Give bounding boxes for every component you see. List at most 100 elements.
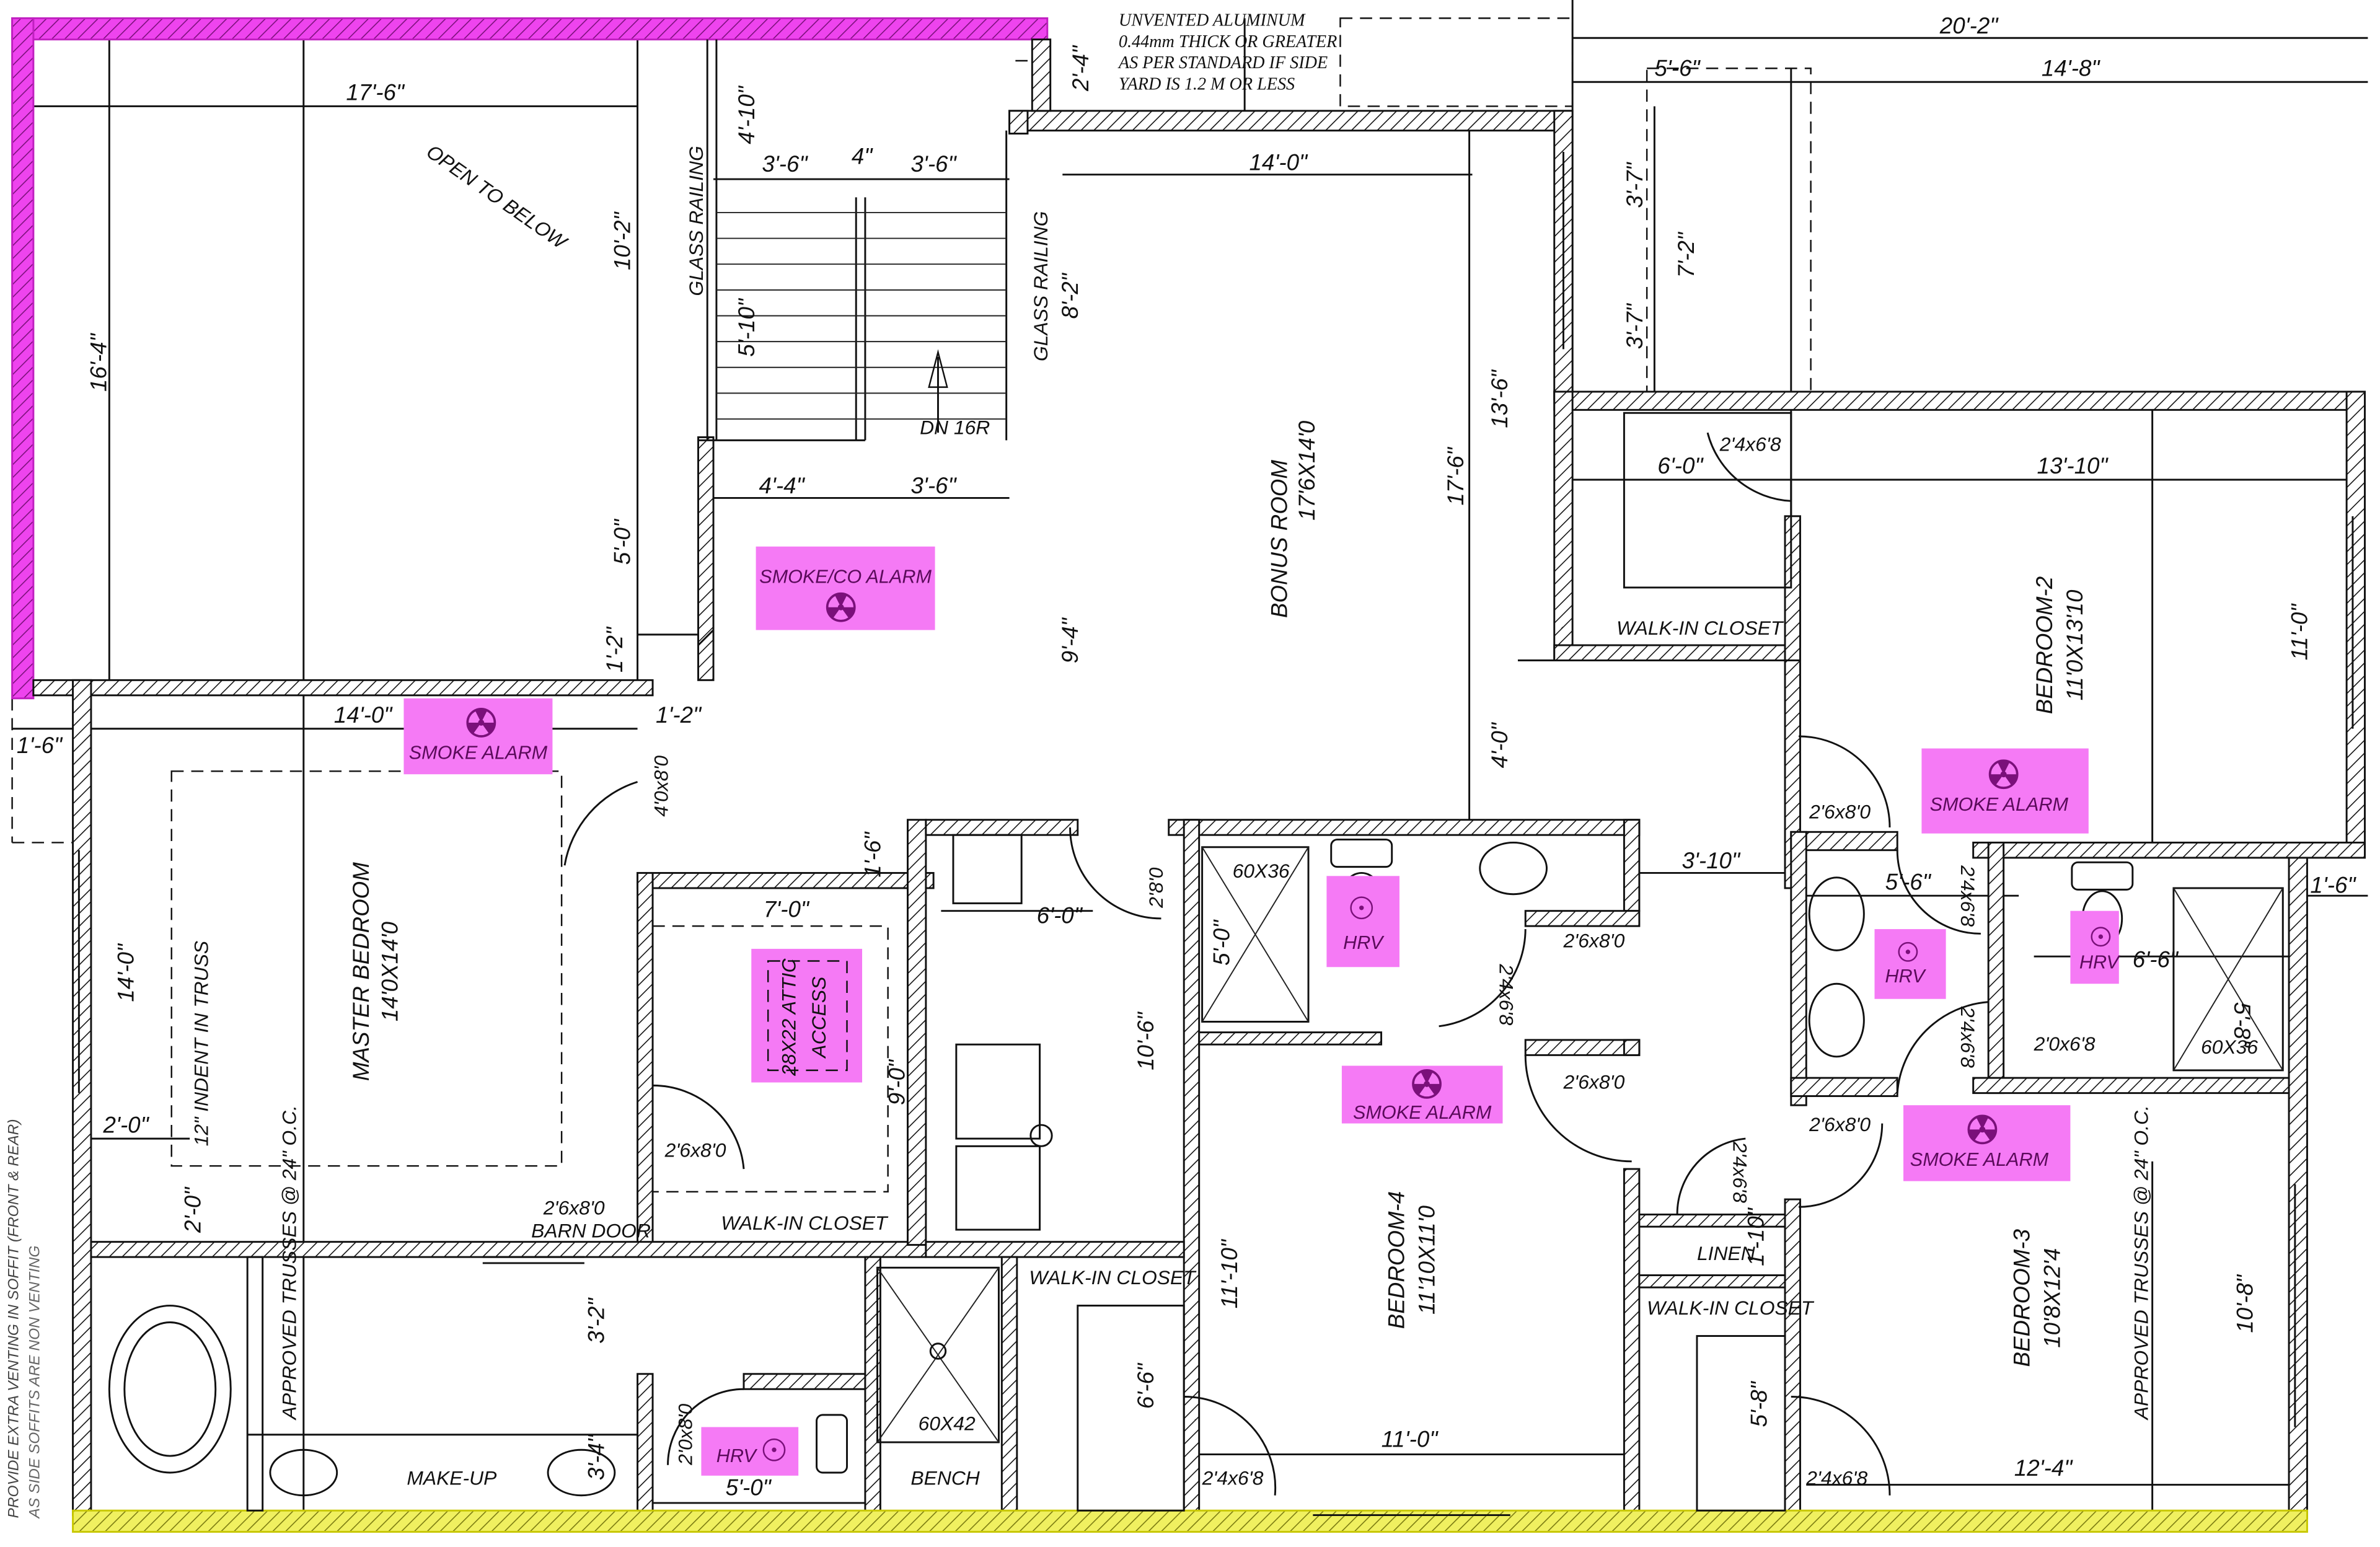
svg-text:3'-6": 3'-6" [910, 151, 957, 177]
dimension-labels: 20'-2" 5'-6" 14'-8" 2'-4" 17'-6" 16'-4" … [17, 13, 2356, 1501]
svg-text:2'6x8'0: 2'6x8'0 [1809, 800, 1871, 822]
svg-text:1'-6": 1'-6" [17, 733, 63, 758]
svg-text:DN 16R: DN 16R [920, 416, 990, 439]
svg-text:11'-10": 11'-10" [1217, 1238, 1242, 1308]
sink [547, 1448, 616, 1497]
svg-text:4'0x8'0: 4'0x8'0 [650, 756, 672, 817]
notes: UNVENTED ALUMINUM 0.44mm THICK OR GREATE… [5, 11, 2152, 1520]
svg-text:20'-2": 20'-2" [1939, 13, 1999, 38]
svg-text:2'4x6'8: 2'4x6'8 [1719, 433, 1781, 455]
svg-text:4'-0": 4'-0" [1487, 721, 1512, 768]
svg-text:6'-6": 6'-6" [1133, 1362, 1158, 1409]
svg-text:ACCESS: ACCESS [808, 977, 830, 1059]
svg-text:2'0x6'8: 2'0x6'8 [2034, 1033, 2096, 1055]
svg-text:14'-8": 14'-8" [2042, 55, 2100, 81]
svg-text:MAKE-UP: MAKE-UP [407, 1467, 497, 1489]
svg-text:17'-6": 17'-6" [1443, 446, 1468, 506]
svg-text:5'-8": 5'-8" [1747, 1380, 1772, 1427]
soffit-note-line: AS SIDE SOFFITS ARE NON VENTING [27, 1246, 43, 1520]
svg-text:5'-10": 5'-10" [734, 298, 759, 357]
svg-text:2'6x8'0: 2'6x8'0 [664, 1139, 726, 1161]
smoke-alarm-bedroom2: SMOKE ALARM [1921, 748, 2089, 834]
svg-text:14'-0": 14'-0" [1250, 149, 1308, 175]
svg-text:5'-6": 5'-6" [1654, 55, 1701, 81]
svg-text:4'-4": 4'-4" [759, 473, 805, 498]
svg-text:HRV: HRV [1343, 932, 1385, 953]
svg-text:2'0x8'0: 2'0x8'0 [674, 1404, 697, 1466]
hrv-icon [2091, 927, 2111, 947]
exterior-wall-highlighted-left [11, 17, 35, 700]
svg-text:28X22 ATTIC: 28X22 ATTIC [777, 958, 800, 1076]
svg-text:2'4x6'8: 2'4x6'8 [1957, 1006, 1979, 1068]
hrv-icon [1898, 941, 1918, 962]
smoke-alarm-label: SMOKE ALARM [1930, 794, 2069, 815]
hrv-master: HRV [701, 1427, 799, 1476]
svg-text:8'-2": 8'-2" [1057, 272, 1083, 319]
front-wall-highlighted [72, 1509, 2308, 1533]
svg-text:14'-0": 14'-0" [334, 702, 393, 728]
svg-text:APPROVED TRUSSES @ 24" O.C.: APPROVED TRUSSES @ 24" O.C. [2130, 1105, 2152, 1421]
svg-text:10'8X12'4: 10'8X12'4 [2039, 1248, 2065, 1348]
stairs [697, 39, 1008, 646]
exterior-wall-highlighted-top [11, 17, 1049, 41]
svg-text:6'-6": 6'-6" [2133, 946, 2179, 972]
svg-text:11'-0": 11'-0" [1382, 1426, 1439, 1452]
svg-text:11'-0": 11'-0" [2286, 603, 2312, 661]
svg-text:5'-0": 5'-0" [1209, 919, 1235, 966]
aluminum-note-line: YARD IS 1.2 M OR LESS [1119, 75, 1295, 94]
shower-ensuite [2172, 887, 2284, 1072]
smoke-alarm-bedroom4: SMOKE ALARM [1341, 1065, 1503, 1124]
hrv-ensuite: HRV [2070, 910, 2121, 984]
svg-text:5'-0": 5'-0" [609, 518, 635, 565]
svg-text:12'-4": 12'-4" [2014, 1455, 2073, 1481]
smoke-alarm-master: SMOKE ALARM [403, 698, 553, 775]
smoke-co-alarm-label: SMOKE/CO ALARM [759, 566, 932, 588]
room-name-bedroom4: BEDROOM-4 [1383, 1191, 1409, 1329]
svg-text:2'-0": 2'-0" [180, 1186, 205, 1233]
room-labels: BONUS ROOM 17'6X14'0 MASTER BEDROOM 14'0… [348, 420, 2258, 1489]
svg-text:APPROVED TRUSSES @ 24" O.C.: APPROVED TRUSSES @ 24" O.C. [278, 1105, 301, 1421]
bathtub [108, 1305, 232, 1474]
svg-text:11'0X13'10: 11'0X13'10 [2062, 589, 2087, 700]
shower-master [876, 1266, 1000, 1443]
room-name-bedroom2: BEDROOM-2 [2032, 576, 2057, 714]
svg-text:13'-6": 13'-6" [1487, 369, 1512, 428]
svg-text:GLASS RAILING: GLASS RAILING [1029, 211, 1052, 361]
svg-text:4'-10": 4'-10" [734, 85, 759, 144]
attic-access: 28X22 ATTIC ACCESS [751, 948, 863, 1083]
svg-text:2'8'0: 2'8'0 [1145, 867, 1167, 909]
soffit-note-line: PROVIDE EXTRA VENTING IN SOFFIT (FRONT &… [5, 1119, 22, 1518]
svg-text:14'0X14'0: 14'0X14'0 [377, 922, 403, 1022]
svg-text:WALK-IN CLOSET: WALK-IN CLOSET [1029, 1266, 1197, 1289]
svg-text:2'4x6'8: 2'4x6'8 [1957, 865, 1979, 927]
svg-text:2'4x6'8: 2'4x6'8 [1729, 1141, 1752, 1203]
svg-text:7'-0": 7'-0" [764, 896, 810, 922]
svg-text:12" INDENT IN TRUSS: 12" INDENT IN TRUSS [190, 941, 213, 1146]
svg-text:WALK-IN CLOSET: WALK-IN CLOSET [721, 1212, 889, 1234]
svg-text:1'-2": 1'-2" [656, 702, 702, 728]
svg-text:16'-4": 16'-4" [86, 332, 111, 392]
svg-text:1'-10": 1'-10" [1743, 1207, 1769, 1266]
svg-text:OPEN TO BELOW: OPEN TO BELOW [423, 140, 572, 254]
svg-text:WALK-IN CLOSET: WALK-IN CLOSET [1616, 617, 1784, 639]
svg-text:60X42: 60X42 [919, 1412, 976, 1434]
hrv-jack-and-jill: HRV [1874, 929, 1946, 999]
svg-text:3'-7": 3'-7" [1622, 302, 1647, 349]
svg-text:3'-4": 3'-4" [584, 1434, 609, 1480]
svg-text:10'-8": 10'-8" [2232, 1274, 2257, 1333]
aluminum-note-line: 0.44mm THICK OR GREATER [1119, 32, 1337, 51]
svg-text:GLASS RAILING: GLASS RAILING [685, 146, 707, 296]
svg-text:5'-8": 5'-8" [2229, 1002, 2255, 1049]
door-labels: 4'0x8'0 2'6x8'0 2'6x8'0 2'0x8'0 2'8'0 2'… [543, 433, 2096, 1489]
dimension-lines [12, 0, 2368, 1518]
svg-text:6'-0": 6'-0" [1037, 902, 1083, 928]
svg-text:60X36: 60X36 [2201, 1036, 2258, 1058]
svg-text:9'-4": 9'-4" [1057, 617, 1083, 663]
room-name-master: MASTER BEDROOM [348, 862, 374, 1081]
shower-bath4 [1201, 846, 1310, 1023]
svg-text:2'4x6'8: 2'4x6'8 [1202, 1467, 1264, 1489]
svg-text:5'-6": 5'-6" [1885, 869, 1932, 894]
svg-text:17'6X14'0: 17'6X14'0 [1294, 420, 1320, 521]
svg-text:BENCH: BENCH [910, 1467, 980, 1489]
